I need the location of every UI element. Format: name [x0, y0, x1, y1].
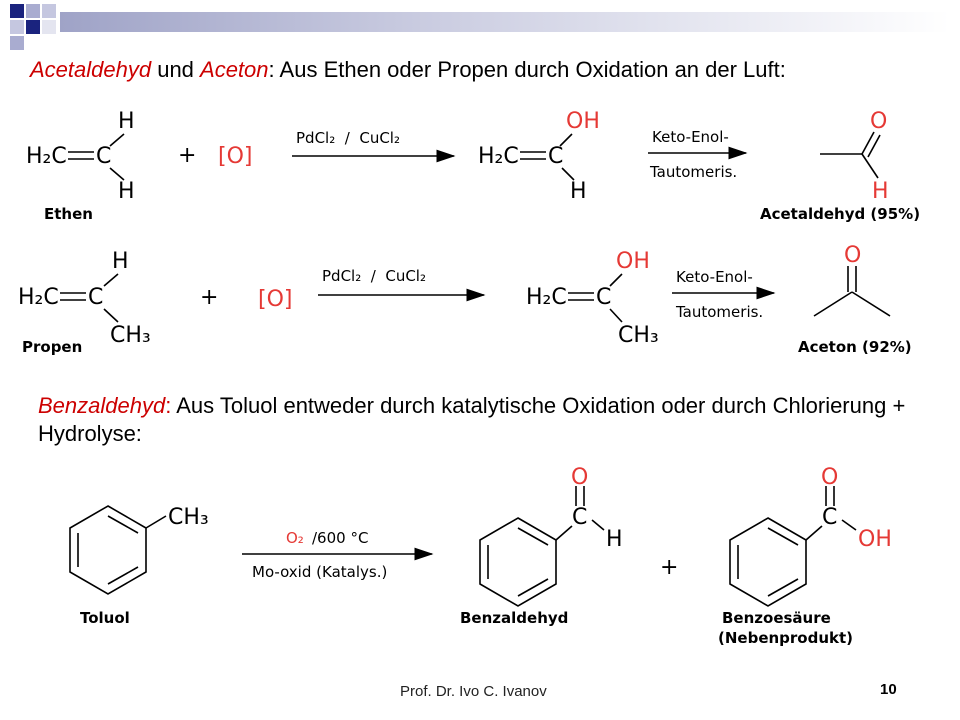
- propen-h-top: H: [112, 249, 129, 274]
- header-square-gray: [10, 20, 24, 34]
- propen-label: Propen: [22, 338, 82, 356]
- header-square-navy: [10, 4, 24, 18]
- enol-bond-top: [609, 273, 623, 287]
- header-gradient-bar: [60, 12, 950, 32]
- toluol-methyl-bond: [145, 515, 167, 529]
- propen-bond-top: [103, 273, 119, 287]
- page-number: 10: [880, 681, 897, 698]
- catalyst-condition: Mo-oxid (Katalys.): [252, 563, 387, 581]
- enol-bond-bottom: [561, 167, 575, 181]
- acetaldehyd-co-bond-b: [867, 134, 881, 158]
- plus-sign: +: [178, 143, 196, 168]
- enol-c: C: [596, 285, 611, 310]
- enol-h2c: H₂C: [526, 285, 567, 310]
- benzoesaeure-c: C: [822, 505, 837, 530]
- benzaldehyd-rest: Aus Toluol entweder durch katalytische O…: [38, 393, 906, 446]
- toluol-ch3: CH₃: [168, 505, 209, 530]
- aceton-o: O: [844, 243, 861, 268]
- enol-c: C: [548, 144, 563, 169]
- benzoesaeure-o: O: [821, 465, 838, 490]
- toluol-label: Toluol: [80, 609, 130, 627]
- catalyst-label: PdCl₂ / CuCl₂: [322, 267, 426, 285]
- enol-oh: OH: [566, 109, 600, 134]
- footer-author: Prof. Dr. Ivo C. Ivanov: [400, 683, 547, 700]
- aceton-left-bond: [813, 291, 853, 317]
- benzaldehyd-o: O: [571, 465, 588, 490]
- temperature-condition: /600 °C: [312, 529, 368, 547]
- benzaldehyd-ring-bond: [555, 525, 573, 541]
- benzaldehyd-colon: :: [165, 393, 172, 418]
- header-square-gray: [26, 4, 40, 18]
- benzaldehyd-c: C: [572, 505, 587, 530]
- oxygen-condition: O₂: [286, 529, 304, 547]
- ethen-h2c: H₂C: [26, 144, 67, 169]
- ethen-bond-bottom: [109, 167, 125, 181]
- acetaldehyd-co-bond-a: [861, 131, 875, 155]
- enol-ch3: CH₃: [618, 323, 659, 348]
- enol-h: H: [570, 179, 587, 204]
- benzaldehyd-paragraph: Benzaldehyd: Aus Toluol entweder durch k…: [38, 392, 938, 448]
- acetaldehyd-h: H: [872, 179, 889, 204]
- propen-h2c: H₂C: [18, 285, 59, 310]
- ethen-c: C: [96, 144, 111, 169]
- oxidant-o: [O]: [258, 287, 292, 312]
- header-square-gray: [42, 20, 56, 34]
- ethen-label: Ethen: [44, 205, 93, 223]
- term-benzaldehyd: Benzaldehyd: [38, 393, 166, 418]
- benzaldehyd-benzene-ring: [479, 517, 557, 607]
- propen-bond-bottom: [103, 308, 119, 323]
- acetaldehyd-label: Acetaldehyd (95%): [760, 205, 920, 223]
- plus-sign: +: [200, 285, 218, 310]
- tautomerism-label-line1: Keto-Enol-: [676, 268, 753, 286]
- header-square-gray: [10, 36, 24, 50]
- tautomerism-label-line1: Keto-Enol-: [652, 128, 729, 146]
- intro-text: Acetaldehyd und Aceton: Aus Ethen oder P…: [30, 56, 950, 84]
- benzoesaeure-benzene-ring: [729, 517, 807, 607]
- intro-und: und: [151, 57, 201, 82]
- benzaldehyd-label: Benzaldehyd: [460, 609, 568, 627]
- benzoesaeure-oh: OH: [858, 527, 892, 552]
- header-square-gray: [42, 4, 56, 18]
- term-aceton: Aceton: [200, 57, 269, 82]
- acetaldehyd-c-h-bond: [861, 153, 879, 179]
- catalyst-label: PdCl₂ / CuCl₂: [296, 129, 400, 147]
- intro-rest: : Aus Ethen oder Propen durch Oxidation …: [268, 57, 786, 82]
- enol-bond-top: [559, 133, 573, 147]
- benzoesaeure-sublabel: (Nebenprodukt): [718, 629, 853, 647]
- ethen-h-top: H: [118, 109, 135, 134]
- propen-c: C: [88, 285, 103, 310]
- benzoesaeure-label: Benzoesäure: [722, 609, 831, 627]
- plus-sign: +: [660, 555, 678, 580]
- enol-oh: OH: [616, 249, 650, 274]
- toluol-benzene-ring: [69, 505, 147, 595]
- tautomerism-label-line2: Tautomeris.: [649, 163, 737, 181]
- oxidant-o: [O]: [218, 144, 252, 169]
- benzoesaeure-ring-bond: [805, 525, 823, 541]
- benzaldehyd-ch-bond: [591, 519, 605, 531]
- ethen-bond-top: [109, 133, 125, 147]
- ethen-h-bottom: H: [118, 179, 135, 204]
- benzaldehyd-h: H: [606, 527, 623, 552]
- acetaldehyd-o: O: [870, 109, 887, 134]
- aceton-right-bond: [851, 291, 891, 317]
- aceton-label: Aceton (92%): [798, 338, 912, 356]
- propen-ch3: CH₃: [110, 323, 151, 348]
- enol-h2c: H₂C: [478, 144, 519, 169]
- term-acetaldehyd: Acetaldehyd: [30, 57, 152, 82]
- enol-bond-bottom: [609, 308, 623, 323]
- tautomerism-label-line2: Tautomeris.: [675, 303, 763, 321]
- header-square-navy: [26, 20, 40, 34]
- benzoesaeure-coh-bond: [841, 519, 857, 531]
